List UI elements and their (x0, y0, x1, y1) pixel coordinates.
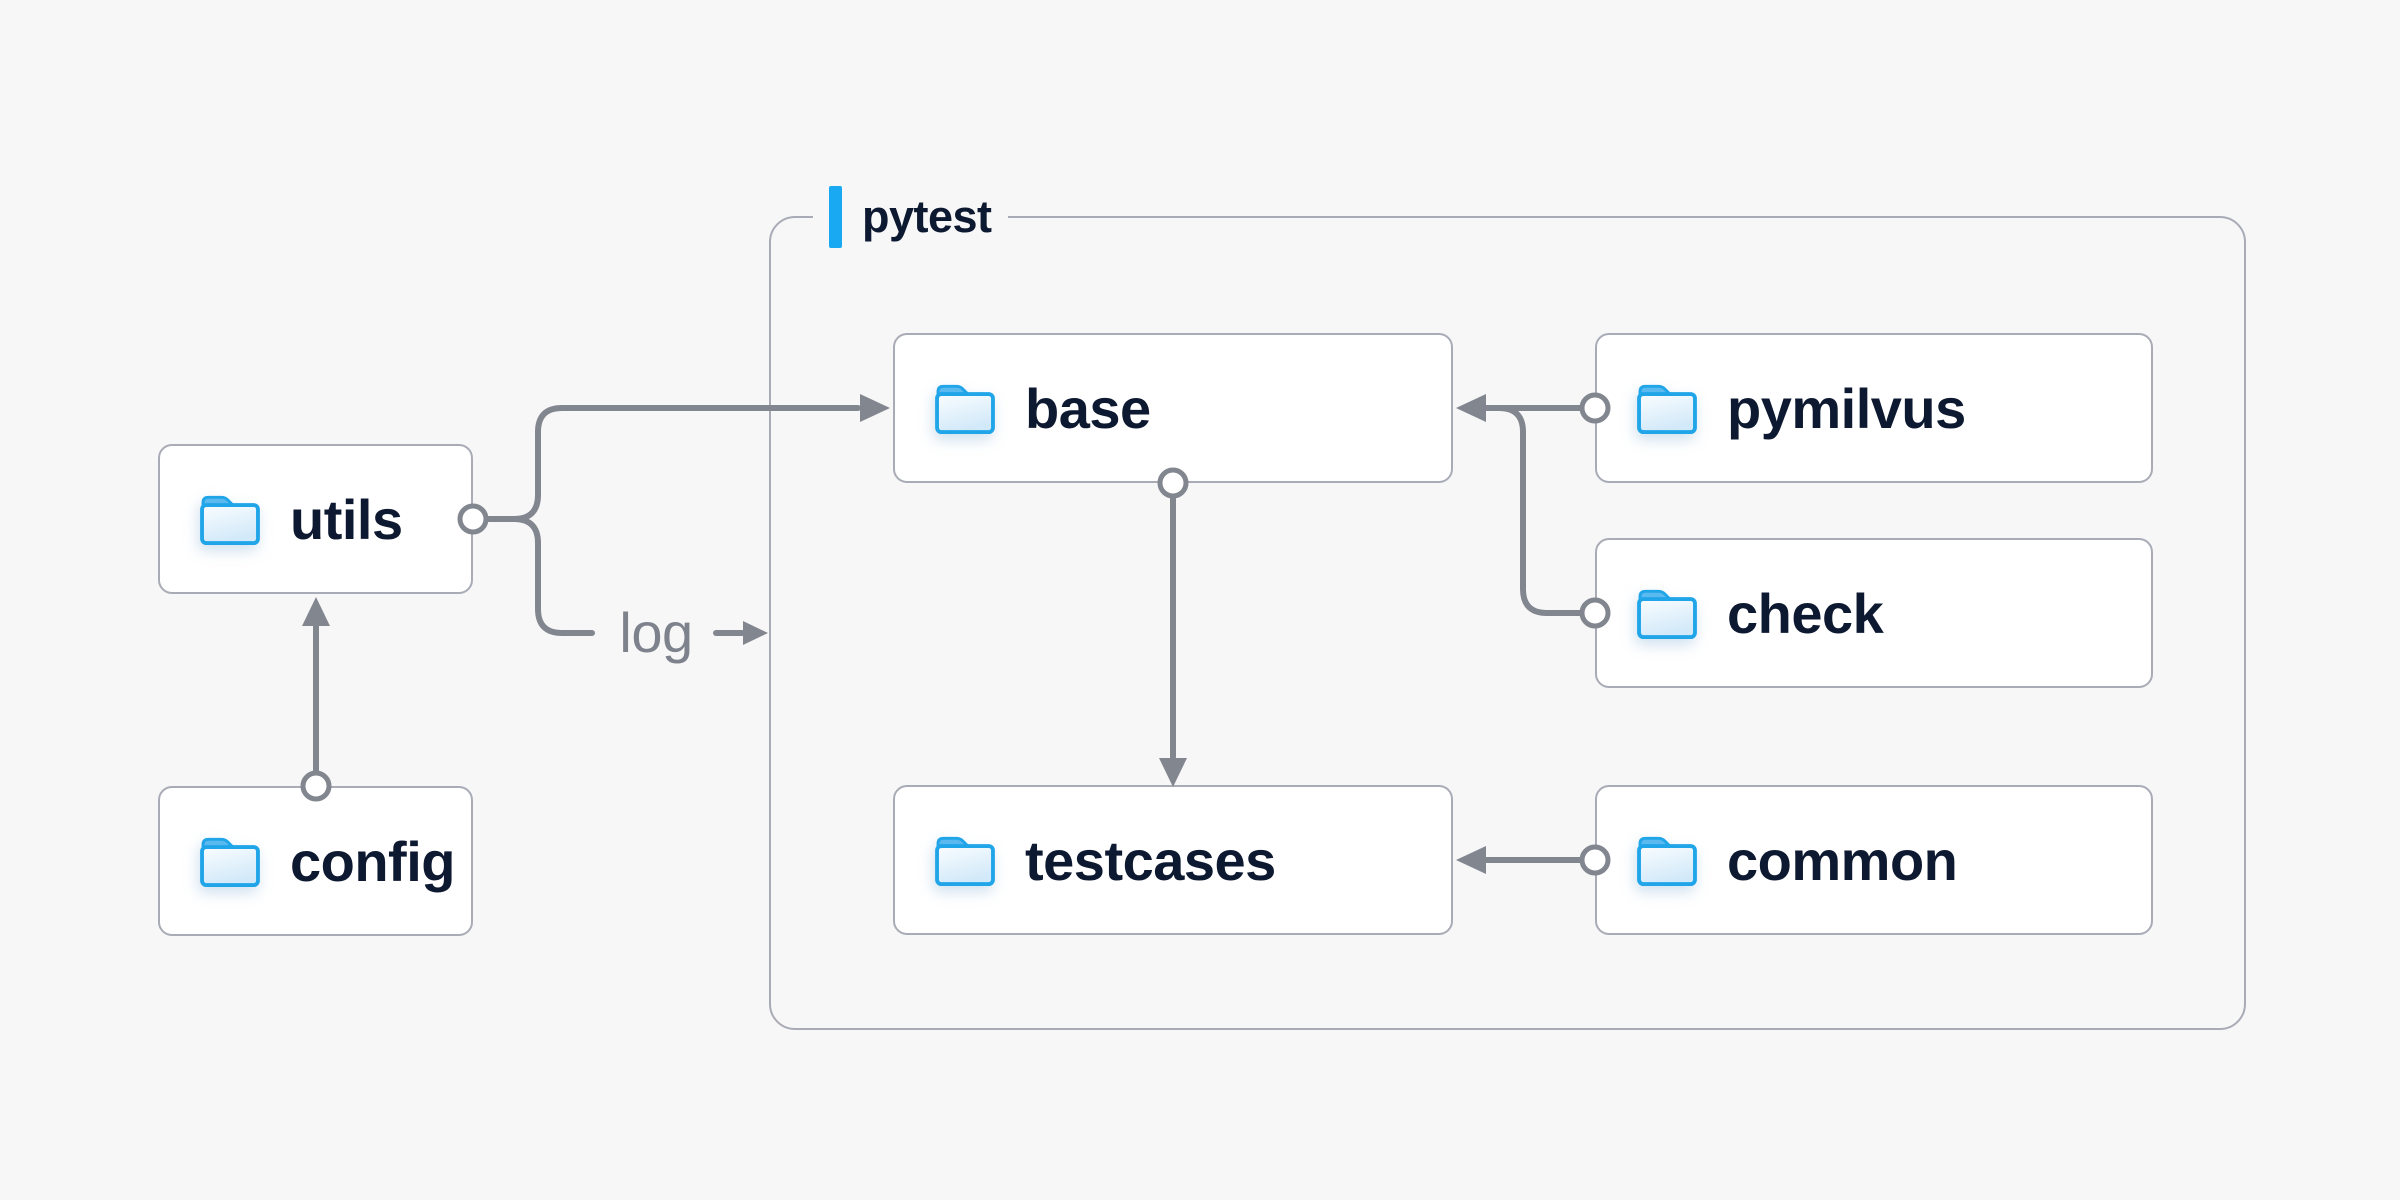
node-label: utils (290, 487, 403, 551)
node-label: config (290, 829, 455, 893)
node-common: common (1595, 785, 2153, 935)
accent-bar-icon (829, 186, 842, 248)
folder-icon (198, 492, 262, 546)
folder-icon (1635, 381, 1699, 435)
node-base: base (893, 333, 1453, 483)
node-label: common (1727, 828, 1958, 892)
node-label: base (1025, 376, 1151, 440)
node-check: check (1595, 538, 2153, 688)
node-label: testcases (1025, 828, 1276, 892)
node-testcases: testcases (893, 785, 1453, 935)
group-pytest: pytest (769, 185, 2246, 1030)
group-pytest-label: pytest (813, 185, 1008, 249)
edge-label-log: log (619, 601, 693, 664)
folder-icon (198, 834, 262, 888)
folder-icon (933, 833, 997, 887)
folder-icon (1635, 586, 1699, 640)
node-label: pymilvus (1727, 376, 1966, 440)
arrowhead-into-utils-bottom (302, 597, 330, 626)
connector-utils-log (511, 516, 595, 636)
folder-icon (1635, 833, 1699, 887)
node-pymilvus: pymilvus (1595, 333, 2153, 483)
arrowhead-log (743, 621, 768, 645)
folder-icon (933, 381, 997, 435)
node-config: config (158, 786, 473, 936)
node-utils: utils (158, 444, 473, 594)
group-title: pytest (862, 191, 992, 242)
node-label: check (1727, 581, 1884, 645)
